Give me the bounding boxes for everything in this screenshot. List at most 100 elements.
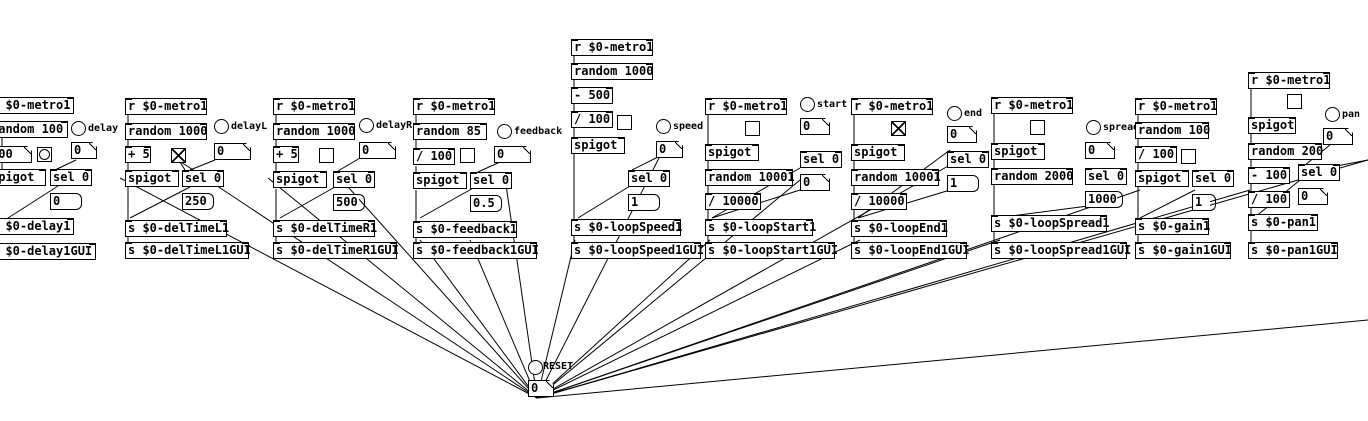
number-box[interactable]: 0 xyxy=(71,142,97,159)
random-object[interactable]: random 200 xyxy=(1248,143,1323,160)
toggle-icon[interactable] xyxy=(617,115,632,130)
toggle-icon[interactable] xyxy=(497,124,512,139)
message-box[interactable]: 1 xyxy=(628,194,660,211)
number-box[interactable]: 0 xyxy=(1298,188,1328,205)
message-box[interactable]: 500 xyxy=(333,194,365,211)
send-deltimer-gui-object[interactable]: s $0-delTimeR1GUI xyxy=(273,242,399,259)
spigot-object[interactable]: spigot xyxy=(413,172,467,189)
reset-bang-icon[interactable] xyxy=(528,360,543,375)
random-object[interactable]: random 1000 xyxy=(571,63,653,80)
send-loopstart-object[interactable]: s $0-loopStart1 xyxy=(705,219,816,236)
sel-object[interactable]: sel 0 xyxy=(50,169,92,186)
send-deltimel-object[interactable]: s $0-delTimeL1 xyxy=(125,220,229,237)
spigot-object[interactable]: spigot xyxy=(273,171,327,188)
spigot-object[interactable]: spigot xyxy=(125,170,179,187)
send-pan-gui-object[interactable]: s $0-pan1GUI xyxy=(1248,242,1338,259)
send-delay-object[interactable]: s $0-delay1 xyxy=(0,218,74,235)
receive-metro-object[interactable]: r $0-metro1 xyxy=(851,98,933,115)
send-loopend-object[interactable]: s $0-loopEnd1 xyxy=(851,220,948,237)
receive-metro-object[interactable]: r $0-metro1 xyxy=(125,98,207,115)
divide-object[interactable]: / 100 xyxy=(413,148,455,165)
spigot-object[interactable]: spigot xyxy=(851,144,905,161)
sel-object[interactable]: sel 0 xyxy=(470,172,512,189)
receive-metro-object[interactable]: r $0-metro1 xyxy=(705,98,787,115)
toggle-icon[interactable] xyxy=(891,121,906,136)
spigot-object[interactable]: spigot xyxy=(0,169,46,186)
send-loopspread-object[interactable]: s $0-loopSpread1 xyxy=(991,215,1110,232)
message-box[interactable]: 250 xyxy=(182,193,214,210)
message-box[interactable]: 1 xyxy=(1192,194,1216,211)
sel-object[interactable]: sel 0 xyxy=(1298,164,1340,181)
sel-object[interactable]: sel 0 xyxy=(628,170,670,187)
send-pan-object[interactable]: s $0-pan1 xyxy=(1248,214,1318,231)
number-box[interactable]: 0 xyxy=(1085,142,1115,159)
number-box[interactable]: 0 xyxy=(214,143,251,160)
divide-object[interactable]: / 100 xyxy=(1248,191,1290,208)
random-object[interactable]: random 10001 xyxy=(851,169,941,186)
receive-metro-object[interactable]: r $0-metro1 xyxy=(1248,72,1330,89)
toggle-icon[interactable] xyxy=(656,119,671,134)
add-object[interactable]: + 5 xyxy=(273,146,299,163)
toggle-icon[interactable] xyxy=(359,118,374,133)
spigot-object[interactable]: spigot xyxy=(1135,170,1189,187)
number-box[interactable]: 0 xyxy=(1323,128,1353,145)
send-gain-object[interactable]: s $0-gain1 xyxy=(1135,218,1210,235)
random-object[interactable]: random 1000 xyxy=(273,123,355,140)
send-loopspread-gui-object[interactable]: s $0-loopSpread1GUI xyxy=(991,242,1131,259)
divide-object[interactable]: / 10000 xyxy=(705,193,761,210)
receive-metro-object[interactable]: r $0-metro1 xyxy=(0,97,74,114)
send-loopspeed-gui-object[interactable]: s $0-loopSpeed1GUI xyxy=(571,242,704,259)
divide-object[interactable]: / 10000 xyxy=(851,193,907,210)
message-box[interactable]: 1000 xyxy=(1085,191,1123,208)
message-box[interactable]: 1 xyxy=(947,175,979,192)
toggle-icon[interactable] xyxy=(460,148,475,163)
number-box[interactable]: 0 xyxy=(947,126,977,143)
toggle-icon[interactable] xyxy=(171,148,186,163)
toggle-icon[interactable] xyxy=(1086,120,1101,135)
toggle-icon[interactable] xyxy=(214,119,229,134)
divide-object[interactable]: / 100 xyxy=(1135,146,1177,163)
toggle-icon[interactable] xyxy=(71,121,86,136)
spigot-object[interactable]: spigot xyxy=(1248,117,1296,134)
receive-metro-object[interactable]: r $0-metro1 xyxy=(991,97,1073,114)
sel-object[interactable]: sel 0 xyxy=(333,171,375,188)
sel-object[interactable]: sel 0 xyxy=(947,151,989,168)
reset-number-box[interactable]: 0 xyxy=(528,380,554,397)
spigot-object[interactable]: spigot xyxy=(705,144,759,161)
toggle-icon[interactable] xyxy=(319,148,334,163)
random-object[interactable]: random 100 xyxy=(1135,122,1210,139)
toggle-icon[interactable] xyxy=(745,121,760,136)
toggle-icon[interactable] xyxy=(1181,149,1196,164)
send-loopend-gui-object[interactable]: s $0-loopEnd1GUI xyxy=(851,242,970,259)
spigot-object[interactable]: spigot xyxy=(991,143,1045,160)
random-object[interactable]: random 1000 xyxy=(125,123,207,140)
sel-object[interactable]: sel 0 xyxy=(800,151,842,168)
send-loopstart-gui-object[interactable]: s $0-loopStart1GUI xyxy=(705,242,838,259)
send-delay-gui-object[interactable]: s $0-delay1GUI xyxy=(0,243,96,260)
send-gain-gui-object[interactable]: s $0-gain1GUI xyxy=(1135,242,1232,259)
receive-metro-object[interactable]: r $0-metro1 xyxy=(273,98,355,115)
number-box[interactable]: 100 xyxy=(0,146,32,163)
subtract-object[interactable]: - 500 xyxy=(571,87,613,104)
message-box[interactable]: 0.5 xyxy=(470,195,502,212)
number-box[interactable]: 0 xyxy=(800,118,830,135)
number-box[interactable]: 0 xyxy=(656,141,683,158)
number-box[interactable]: 0 xyxy=(494,146,531,163)
number-box[interactable]: 0 xyxy=(359,142,396,159)
send-deltimel-gui-object[interactable]: s $0-delTimeL1GUI xyxy=(125,242,251,259)
toggle-icon[interactable] xyxy=(800,97,815,112)
toggle-icon[interactable] xyxy=(1030,120,1045,135)
toggle-icon[interactable] xyxy=(1287,94,1302,109)
random-object[interactable]: random 100 xyxy=(0,121,68,138)
random-object[interactable]: random 85 xyxy=(413,123,487,140)
receive-metro-object[interactable]: r $0-metro1 xyxy=(571,39,653,56)
sel-object[interactable]: sel 0 xyxy=(182,170,224,187)
sel-object[interactable]: sel 0 xyxy=(1085,168,1127,185)
divide-object[interactable]: / 100 xyxy=(571,111,613,128)
receive-metro-object[interactable]: r $0-metro1 xyxy=(413,98,495,115)
random-object[interactable]: random 10001 xyxy=(705,169,795,186)
subtract-object[interactable]: - 100 xyxy=(1248,167,1290,184)
message-box[interactable]: 0 xyxy=(50,193,82,210)
number-box[interactable]: 0 xyxy=(800,174,830,191)
